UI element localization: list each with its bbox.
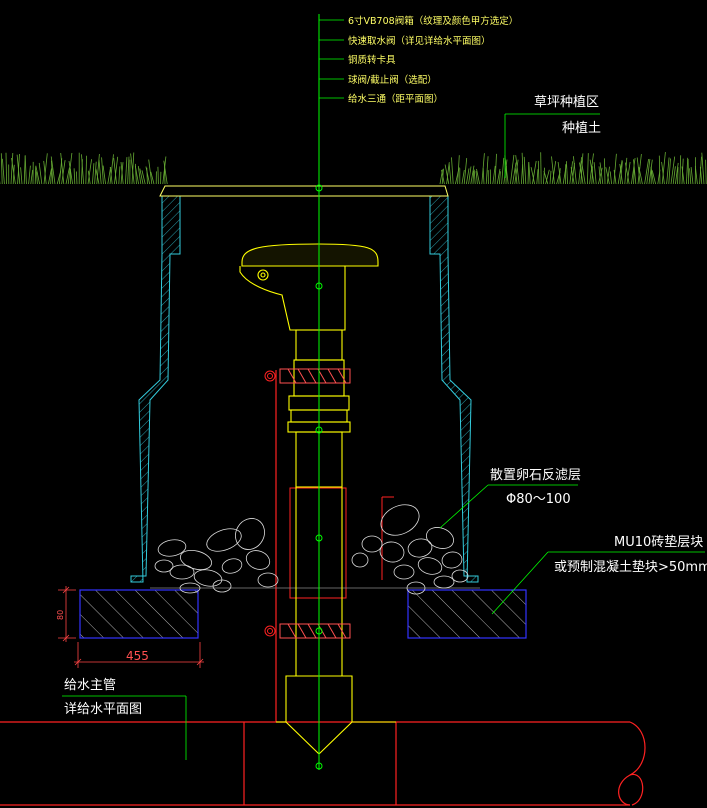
dimension-height (58, 586, 76, 642)
brick-block-label: MU10砖垫层块 (614, 534, 703, 550)
quick-coupling-valve (239, 243, 396, 755)
dimension-width-value: 455 (126, 649, 149, 663)
main-pipe-label-group: 给水主管 详给水平面图 (62, 678, 187, 760)
brick-pad-right (407, 589, 527, 639)
gravel-size-label: Φ80～100 (506, 492, 571, 507)
pad-label-group: MU10砖垫层块 或预制混凝土垫块>50mm (491, 534, 707, 615)
callout-text-top: 6寸VB708阀箱（纹理及颜色甲方选定） 快速取水阀（详见详给水平面图） 铜质转… (348, 15, 518, 105)
gravel-filter-layer (154, 504, 469, 595)
callout-tee: 给水三通（距平面图） (348, 93, 443, 105)
callout-valve-box: 6寸VB708阀箱（纹理及颜色甲方选定） (348, 15, 518, 27)
lawn-zone-label: 草坪种植区 (534, 95, 599, 110)
planting-soil-label: 种植土 (562, 121, 601, 136)
center-markers (315, 184, 323, 770)
gravel-label-group: 散置卵石反滤层 Φ80～100 (439, 468, 581, 529)
callout-leaders-top (319, 19, 344, 99)
main-pipe-ref-label: 详给水平面图 (64, 702, 142, 717)
dimension-width (74, 642, 204, 668)
main-pipe-label: 给水主管 (64, 678, 116, 693)
callout-swivel-fitting: 铜质转卡具 (348, 54, 396, 66)
lawn-label-group: 草坪种植区 种植土 (504, 95, 601, 178)
gravel-layer-label: 散置卵石反滤层 (490, 468, 581, 483)
valve-box (130, 185, 479, 583)
main-pipe (0, 370, 646, 806)
grass-surface (0, 152, 707, 185)
callout-quick-coupler: 快速取水阀（详见详给水平面图） (348, 35, 491, 47)
brick-pad-left (79, 589, 199, 639)
concrete-block-label: 或预制混凝土垫块>50mm (554, 559, 707, 575)
pipe-clamp-upper (264, 370, 394, 637)
callout-ball-valve: 球阀/截止阀（选配） (348, 74, 437, 86)
dimension-height-value: 80 (56, 610, 65, 620)
